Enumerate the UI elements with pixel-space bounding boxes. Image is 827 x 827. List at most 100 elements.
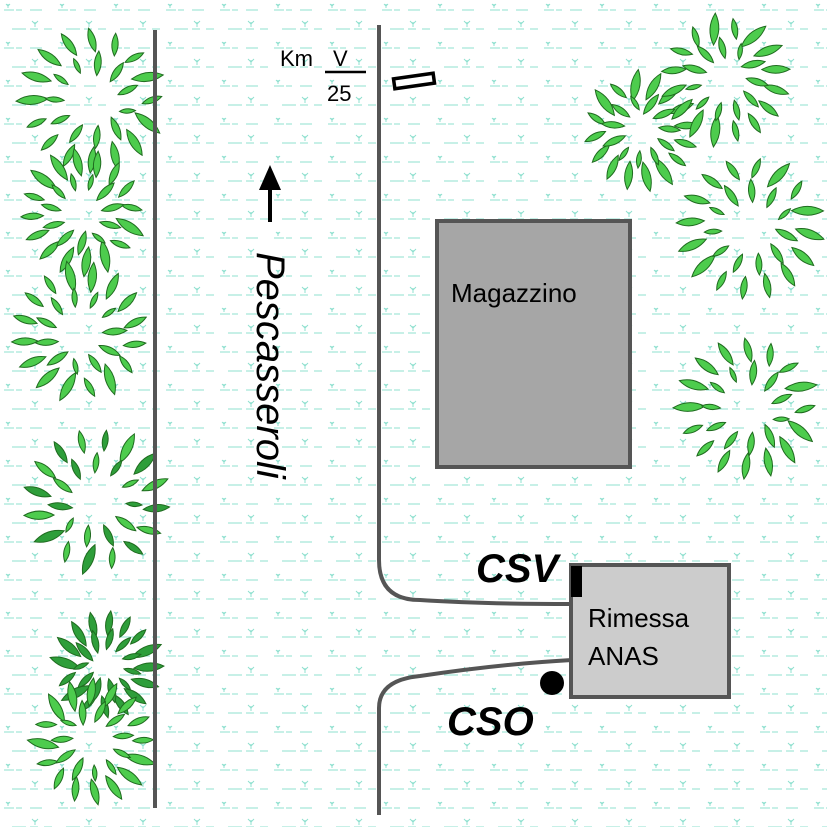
tree-leaf [121, 653, 142, 661]
tree-leaf [116, 766, 143, 786]
tree-leaf [58, 671, 77, 687]
tree-leaf [63, 540, 71, 564]
tree-leaf [778, 362, 799, 373]
tree-leaf [50, 735, 74, 743]
tree-leaf [723, 430, 739, 450]
tree-leaf [766, 342, 774, 368]
tree-leaf [118, 677, 132, 691]
tree-leaf [606, 154, 619, 181]
tree-leaf [708, 206, 726, 216]
tree-leaf [725, 160, 740, 181]
tree-leaf [117, 180, 135, 198]
tree-leaf [714, 101, 723, 122]
tree-leaf [18, 355, 47, 368]
tree-leaf [642, 93, 660, 115]
tree-leaf [127, 716, 150, 727]
tree-leaf [86, 677, 96, 707]
tree-leaf [119, 616, 131, 639]
km-marker-numerator: V [333, 46, 348, 71]
tree-leaf [660, 66, 688, 75]
tree-leaf [114, 515, 137, 532]
tree-leaf [88, 353, 102, 374]
tree-leaf [747, 431, 755, 457]
tree-clusters [10, 12, 825, 806]
tree-leaf [624, 160, 634, 191]
tree-leaf [73, 57, 81, 75]
tree-leaf [112, 732, 135, 740]
tree-leaf [732, 253, 744, 274]
tree-leaf [657, 138, 675, 152]
tree-leaf [766, 162, 791, 188]
tree-leaf [71, 458, 81, 481]
tree-leaf [71, 287, 78, 309]
tree-leaf [740, 59, 767, 69]
tree-leaf [683, 194, 711, 205]
tree-leaf [122, 667, 142, 675]
tree-leaf [669, 47, 694, 56]
tree-leaf [98, 344, 121, 356]
tree-leaf [94, 700, 106, 724]
tree-leaf [40, 133, 59, 151]
tree-leaf [49, 154, 69, 181]
tree-leaf [34, 721, 58, 728]
tree-leaf [790, 180, 803, 200]
tree-leaf [56, 636, 82, 658]
tree-leaf [35, 317, 58, 329]
tree-leaf [684, 84, 703, 91]
tree-leaf [69, 172, 77, 192]
tree-leaf [51, 184, 66, 200]
tree-leaf [675, 217, 706, 227]
tree-leaf [764, 423, 776, 449]
marker-cso: CSO [447, 671, 564, 744]
tree-leaf [92, 150, 102, 179]
tree-leaf [701, 173, 724, 190]
tree-leaf [46, 351, 69, 366]
tree-leaf [749, 359, 758, 386]
tree-leaf [780, 262, 796, 287]
tree-leaf [696, 440, 715, 457]
tree-leaf [772, 416, 791, 422]
tree-leaf [129, 629, 147, 645]
tree-leaf [81, 543, 96, 576]
tree-leaf [101, 327, 128, 336]
tree-leaf [641, 161, 652, 193]
tree-leaf [770, 242, 784, 265]
tree-cluster [26, 677, 157, 806]
tree-leaf [34, 460, 57, 479]
tree-leaf [53, 73, 69, 86]
tree-leaf [89, 291, 99, 309]
tree-leaf [611, 103, 631, 118]
tree-leaf [115, 636, 132, 653]
tree-leaf [43, 275, 57, 295]
cso-label: CSO [447, 700, 534, 744]
tree-leaf [77, 230, 87, 256]
tree-leaf [101, 307, 117, 318]
magazzino-label: Magazzino [451, 278, 577, 308]
tree-leaf [60, 33, 78, 57]
tree-leaf [122, 340, 147, 349]
tree-leaf [71, 756, 84, 782]
tree-leaf [700, 403, 722, 411]
tree-leaf [770, 393, 793, 405]
tree-leaf [740, 275, 748, 300]
tree-cluster [660, 12, 792, 148]
tree-leaf [594, 88, 616, 117]
tree-leaf [87, 173, 94, 192]
tree-leaf [689, 109, 704, 138]
tree-leaf [89, 778, 100, 806]
tree-leaf [56, 229, 75, 247]
tree-cluster [22, 429, 171, 576]
tree-leaf [117, 291, 138, 313]
tree-leaf [108, 546, 116, 570]
tree-leaf [764, 371, 779, 392]
tree-leaf [657, 125, 682, 133]
tree-leaf [130, 677, 160, 689]
tree-leaf [635, 149, 642, 170]
tree-leaf [745, 77, 770, 87]
tree-leaf [118, 108, 137, 114]
tree-leaf [729, 366, 737, 384]
tree-leaf [22, 510, 56, 520]
tree-leaf [717, 449, 731, 473]
tree-leaf [105, 627, 114, 651]
